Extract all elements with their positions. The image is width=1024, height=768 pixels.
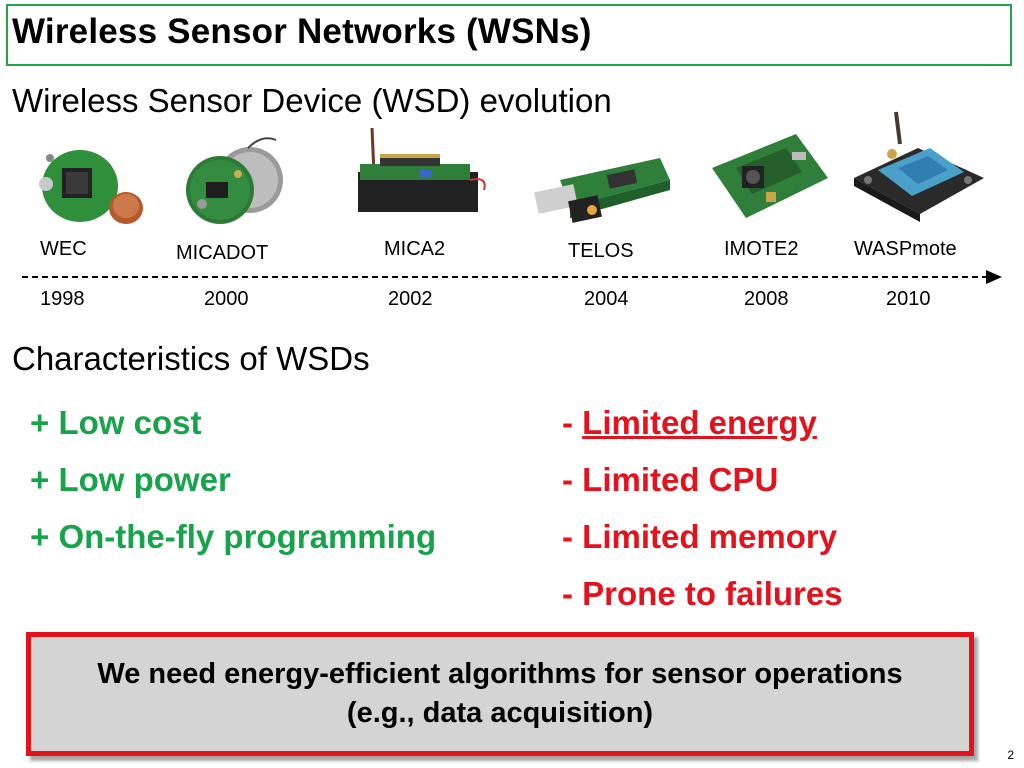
con-item: - Limited CPU bbox=[562, 461, 778, 499]
minus-sign: - bbox=[562, 404, 583, 441]
slide-title: Wireless Sensor Networks (WSNs) bbox=[12, 12, 592, 51]
con-item: - Prone to failures bbox=[562, 575, 843, 613]
year-wec: 1998 bbox=[40, 288, 85, 310]
year-mica2: 2002 bbox=[388, 288, 433, 310]
device-label-micadot: MICADOT bbox=[176, 242, 269, 264]
pro-text: Low power bbox=[58, 461, 231, 498]
plus-sign: + bbox=[30, 461, 59, 498]
pro-item: + Low cost bbox=[30, 404, 201, 442]
waspmote-device-image bbox=[854, 111, 984, 222]
wec-device-image bbox=[39, 150, 143, 224]
con-item: - Limited memory bbox=[562, 518, 837, 556]
mica2-device-image bbox=[358, 127, 486, 212]
con-text: Limited memory bbox=[582, 518, 838, 555]
device-label-waspmote: WASPmote bbox=[854, 238, 957, 260]
timeline-axis bbox=[22, 276, 988, 278]
telos-device-image bbox=[534, 158, 670, 223]
device-label-wec: WEC bbox=[40, 238, 87, 260]
characteristics-heading: Characteristics of WSDs bbox=[12, 340, 370, 377]
callout-box: We need energy-efficient algorithms for … bbox=[26, 632, 974, 756]
limited-energy-link[interactable]: Limited energy bbox=[582, 404, 817, 441]
year-telos: 2004 bbox=[584, 288, 629, 310]
plus-sign: + bbox=[30, 518, 59, 555]
device-label-mica2: MICA2 bbox=[384, 238, 446, 260]
year-waspmote: 2010 bbox=[886, 288, 931, 310]
minus-sign: - bbox=[562, 518, 583, 555]
year-micadot: 2000 bbox=[204, 288, 249, 310]
con-text: Limited CPU bbox=[582, 461, 779, 498]
timeline-arrow-icon bbox=[986, 270, 1002, 284]
device-label-telos: TELOS bbox=[568, 240, 634, 262]
con-text: Prone to failures bbox=[582, 575, 843, 612]
plus-sign: + bbox=[30, 404, 59, 441]
con-item: - Limited energy bbox=[562, 404, 817, 442]
device-label-imote2: IMOTE2 bbox=[724, 238, 799, 260]
pro-item: + On-the-fly programming bbox=[30, 518, 436, 556]
minus-sign: - bbox=[562, 575, 583, 612]
imote2-device-image bbox=[712, 134, 828, 218]
year-imote2: 2008 bbox=[744, 288, 789, 310]
page-number: 2 bbox=[1007, 748, 1014, 762]
pro-item: + Low power bbox=[30, 461, 231, 499]
pro-text: Low cost bbox=[58, 404, 202, 441]
evolution-heading: Wireless Sensor Device (WSD) evolution bbox=[12, 82, 612, 119]
callout-text: We need energy-efficient algorithms for … bbox=[97, 657, 903, 729]
minus-sign: - bbox=[562, 461, 583, 498]
micadot-device-image bbox=[186, 137, 283, 224]
title-box bbox=[6, 4, 1012, 66]
pro-text: On-the-fly programming bbox=[58, 518, 437, 555]
